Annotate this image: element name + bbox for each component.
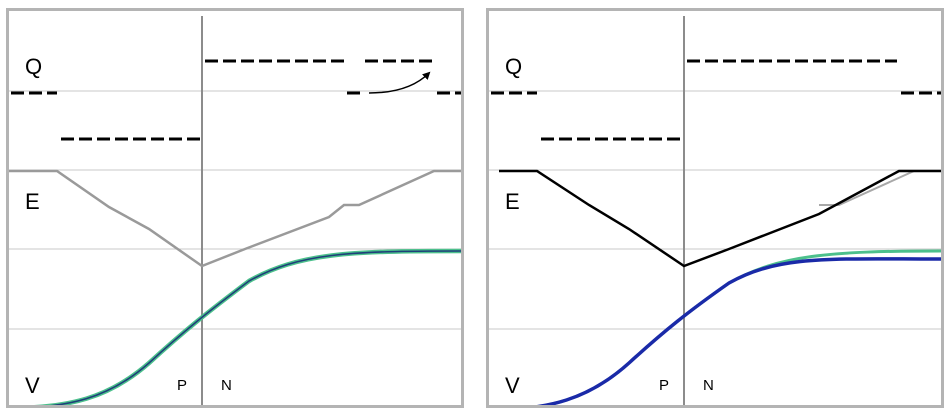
voltage-curve-fill	[34, 248, 461, 405]
v-row-label: V	[25, 373, 40, 398]
n-side-label: N	[703, 377, 714, 394]
voltage-curve-line	[50, 250, 461, 405]
p-side-label: P	[177, 377, 188, 394]
voltage-curve-fill	[538, 249, 941, 405]
energy-line-ghost	[819, 170, 915, 206]
e-row-label: E	[505, 189, 520, 214]
voltage-curve-line	[537, 257, 941, 405]
left-diagram-svg	[9, 16, 461, 405]
right-diagram-svg	[489, 16, 941, 405]
left-diagram-panel: Q E V P N	[6, 8, 464, 408]
v-row-label: V	[505, 373, 520, 398]
q-row-label: Q	[25, 54, 43, 79]
q-row-label: Q	[505, 54, 523, 79]
curved-arrow-icon	[368, 71, 431, 94]
e-row-label: E	[25, 189, 40, 214]
energy-line	[9, 169, 461, 268]
right-diagram-panel: Q E V P N	[486, 8, 944, 408]
p-side-label: P	[659, 377, 670, 394]
n-side-label: N	[221, 377, 232, 394]
energy-line	[499, 169, 941, 268]
